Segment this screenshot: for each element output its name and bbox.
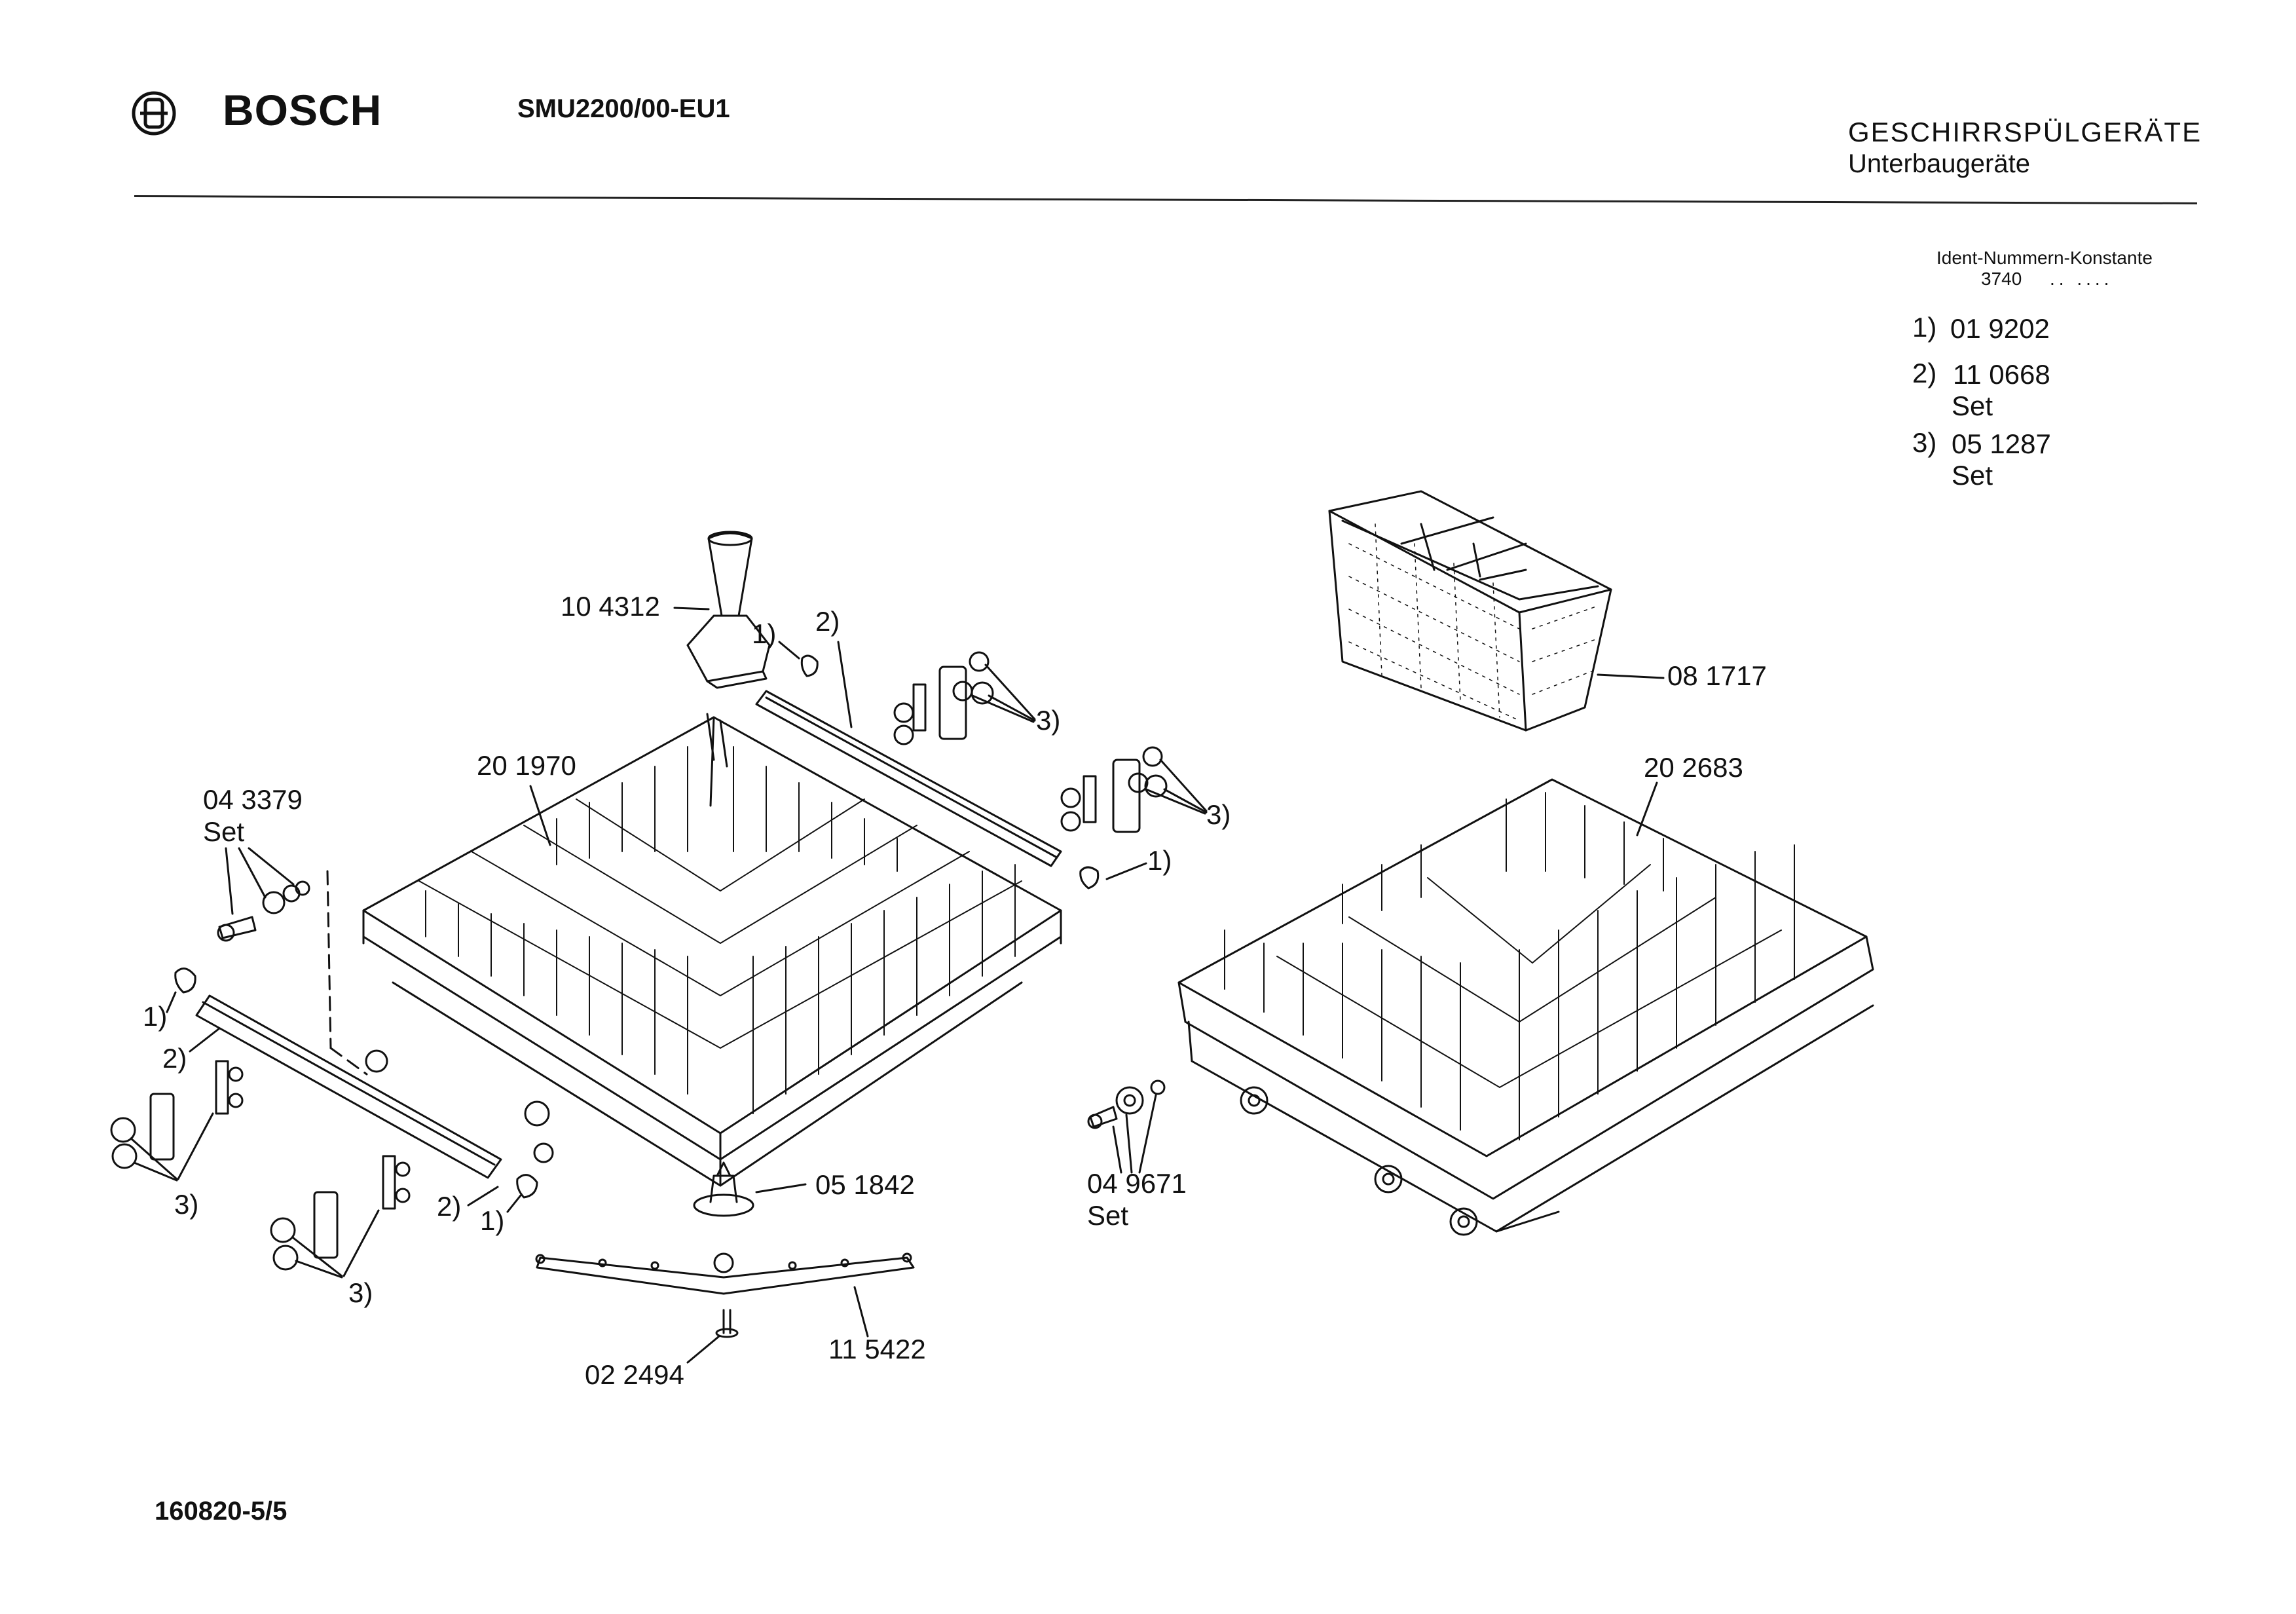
bracket-set-left [111, 1061, 242, 1180]
ident-placeholder: .. .... [2050, 269, 2113, 289]
ref-1-left: 1) [143, 1001, 168, 1032]
part-label-051842: 05 1842 [815, 1169, 915, 1200]
roller-set-043379 [218, 882, 309, 941]
bracket-set-bottom [271, 1156, 409, 1277]
part-label-043379-set: Set [203, 816, 245, 847]
ident-constant: 3740 [1981, 269, 2022, 289]
part-label-022494: 02 2494 [585, 1359, 684, 1390]
ref-1-bottom: 1) [480, 1205, 505, 1236]
ref-3-bottom: 3) [348, 1277, 373, 1308]
legend-number-2: 11 0668 [1953, 359, 2050, 390]
part-label-202683: 20 2683 [1644, 752, 1743, 783]
ident-title: Ident-Nummern-Konstante [1936, 248, 2153, 268]
drawing-number: 160820-5/5 [155, 1497, 287, 1526]
spray-arm-hub [694, 1163, 753, 1216]
legend-marker-1: 1) [1912, 312, 1937, 343]
ref-2-top: 2) [815, 606, 840, 637]
ref-1-top: 1) [752, 618, 777, 649]
leader-202683 [1637, 783, 1657, 835]
ref-1-right: 1) [1147, 845, 1172, 876]
clip-1-right [1081, 867, 1098, 888]
bracket-set-top [895, 652, 1035, 744]
brand-name: BOSCH [223, 86, 382, 134]
model-number: SMU2200/00-EU1 [517, 94, 730, 123]
part-label-201970: 20 1970 [477, 750, 576, 781]
leader-201970 [530, 786, 550, 845]
ref-2-bottom: 2) [437, 1191, 462, 1222]
leader-104312 [675, 608, 709, 609]
spray-arm [536, 1254, 914, 1294]
lower-left-rail [196, 996, 501, 1178]
ref-3-left: 3) [174, 1189, 199, 1220]
dash-guide [327, 871, 331, 1048]
screw-part [716, 1310, 737, 1337]
clip-1-top [802, 656, 817, 676]
legend-number-3: 05 1287 [1952, 428, 2051, 459]
category-subtitle: Unterbaugeräte [1848, 149, 2030, 178]
ref-2-left: 2) [162, 1043, 187, 1074]
upper-basket [363, 714, 1061, 1186]
leader-rail-2 [838, 642, 851, 727]
clip-1-left [176, 969, 195, 992]
legend-marker-2: 2) [1912, 358, 1937, 388]
ref-3-top: 3) [1036, 705, 1061, 736]
clip-1-bottom [517, 1175, 537, 1197]
part-label-049671-set: Set [1087, 1200, 1129, 1231]
part-label-043379: 04 3379 [203, 784, 303, 815]
bosch-logo-icon [131, 90, 177, 136]
legend-number-1: 01 9202 [1950, 313, 2050, 344]
leader-081717 [1598, 675, 1663, 678]
legend-marker-3: 3) [1912, 427, 1937, 458]
category-title: GESCHIRRSPÜLGERÄTE [1848, 117, 2202, 147]
part-label-104312: 10 4312 [561, 591, 660, 622]
part-label-081717: 08 1717 [1667, 660, 1767, 691]
part-label-049671: 04 9671 [1087, 1168, 1187, 1199]
part-label-115422: 11 5422 [828, 1334, 926, 1364]
lower-basket [1179, 779, 1873, 1235]
legend-note-3: Set [1952, 460, 1993, 491]
legend-note-2: Set [1952, 390, 1993, 421]
bracket-set-right [1062, 747, 1206, 832]
ref-3-right: 3) [1206, 799, 1231, 830]
rack-knob-part [688, 532, 769, 688]
upper-rail-right [756, 691, 1061, 866]
cutlery-basket [1329, 491, 1611, 730]
roller-set-049671 [1088, 1081, 1164, 1128]
